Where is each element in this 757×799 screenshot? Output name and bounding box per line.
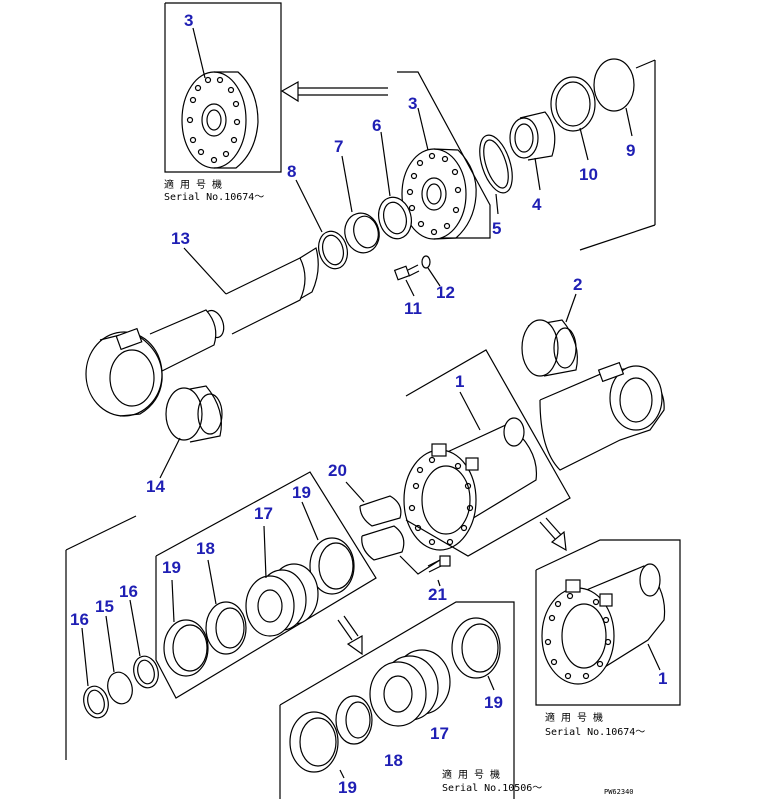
part-20-split-nut <box>345 481 405 561</box>
callout-15: 15 <box>95 597 114 616</box>
callout-12: 12 <box>436 283 455 302</box>
callout-21: 21 <box>428 585 447 604</box>
part-14-bushing <box>159 385 223 479</box>
callout-14: 14 <box>146 477 165 496</box>
callout-10: 10 <box>579 165 598 184</box>
callout-5: 5 <box>492 219 501 238</box>
part-11-bolt <box>393 264 420 297</box>
part-3-rod-head <box>401 107 477 240</box>
part-15-ring <box>105 615 133 705</box>
part-1-cylinder-tube <box>403 349 665 557</box>
callout-13: 13 <box>171 229 190 248</box>
callout-7: 7 <box>334 137 343 156</box>
note-right-serial: Serial No.10674～ <box>545 727 645 738</box>
callout-18-inset: 18 <box>384 751 403 770</box>
arrow-down-to-piston-variant <box>337 615 363 656</box>
callout-19-inset-left: 19 <box>338 778 357 797</box>
part-13-piston-rod <box>85 247 319 417</box>
note-right-jp: 適 用 号 機 <box>545 711 603 724</box>
part-19-wear-ring-upper <box>301 501 355 595</box>
callout-11: 11 <box>404 299 422 318</box>
callout-20: 20 <box>328 461 347 480</box>
part-8-ring <box>295 179 348 270</box>
part-5-snap-ring <box>479 134 513 215</box>
callout-16-left: 16 <box>70 610 89 629</box>
part-12-washer <box>421 255 441 287</box>
note-top-left-serial: Serial No.10674～ <box>164 192 264 203</box>
part-16-ring-right <box>129 599 159 689</box>
note-top-left-jp: 適 用 号 機 <box>164 178 222 191</box>
callout-16-right: 16 <box>119 582 138 601</box>
callout-6: 6 <box>372 116 381 135</box>
part-4-bushing <box>509 111 556 191</box>
callout-1: 1 <box>455 372 464 391</box>
callout-3: 3 <box>408 94 417 113</box>
callout-3-inset: 3 <box>184 11 193 30</box>
note-bottom-jp: 適 用 号 機 <box>442 768 500 781</box>
callout-19-inset-right: 19 <box>484 693 503 712</box>
part-10-backup-ring <box>550 76 596 161</box>
arrow-to-inset <box>280 80 388 103</box>
callout-17: 17 <box>254 504 273 523</box>
callout-19-upper: 19 <box>292 483 311 502</box>
part-6-ring <box>378 131 412 240</box>
inset-frame-rod-head <box>164 2 282 173</box>
callout-18: 18 <box>196 539 215 558</box>
arrow-down-right <box>539 517 567 552</box>
callout-9: 9 <box>626 141 635 160</box>
inset-frame-tube <box>535 539 681 706</box>
part-17-piston <box>245 525 319 637</box>
part-21-bolt <box>427 555 451 587</box>
callout-2: 2 <box>573 275 582 294</box>
part-18-seal-ring <box>205 559 247 655</box>
callout-19-lower: 19 <box>162 558 181 577</box>
drawing-code: PW62340 <box>604 788 634 796</box>
bolt-holes-inset <box>186 76 241 164</box>
part-2-bushing <box>521 293 578 377</box>
callout-4: 4 <box>532 195 542 214</box>
part-7-seal <box>341 155 380 254</box>
note-bottom-serial: Serial No.10506～ <box>442 783 542 794</box>
callout-17-inset: 17 <box>430 724 449 743</box>
part-9-oring <box>593 58 635 112</box>
part-19-wear-ring-lower <box>163 579 209 677</box>
callout-8: 8 <box>287 162 296 181</box>
part-16-ring-left <box>81 627 109 719</box>
inset-frame-piston <box>279 601 515 799</box>
callout-1-inset: 1 <box>658 669 667 688</box>
